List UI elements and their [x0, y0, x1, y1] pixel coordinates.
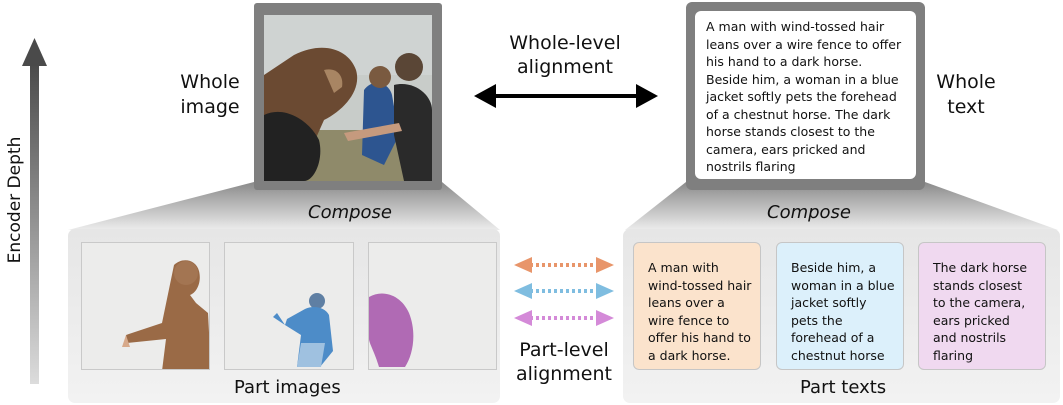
part-text-3: The dark horse stands closest to the cam… — [918, 242, 1046, 370]
part-arrow-blue — [514, 283, 614, 299]
whole-image-label: Whole image — [180, 71, 240, 118]
compose-label-left: Compose — [308, 202, 393, 223]
part-images-caption: Part images — [234, 377, 341, 398]
compose-trapezoid-left — [68, 182, 500, 230]
encoder-depth-label: Encoder Depth — [5, 136, 25, 264]
whole-level-arrow — [474, 84, 658, 108]
whole-level-alignment-label: Whole-level alignment — [509, 32, 621, 78]
part-texts-caption: Part texts — [800, 377, 887, 398]
compose-trapezoid-right — [625, 182, 1058, 230]
whole-text-label: Whole text — [936, 71, 996, 118]
whole-image — [264, 15, 432, 181]
compose-label-right: Compose — [767, 202, 852, 223]
part-text-1: A man with wind-tossed hair leans over a… — [633, 242, 761, 370]
part-text-2: Beside him, a woman in a blue jacket sof… — [776, 242, 904, 370]
part-arrow-purple — [514, 310, 614, 326]
part-level-alignment-label: Part-level alignment — [516, 339, 612, 385]
part-arrow-orange — [514, 257, 614, 273]
whole-text-box: A man with wind-tossed hair leans over a… — [695, 11, 916, 179]
part-image-woman — [224, 242, 354, 370]
depth-arrow-head — [22, 38, 47, 66]
part-image-man — [81, 242, 210, 370]
depth-arrow-shaft — [30, 62, 39, 384]
part-image-horse — [368, 242, 497, 370]
